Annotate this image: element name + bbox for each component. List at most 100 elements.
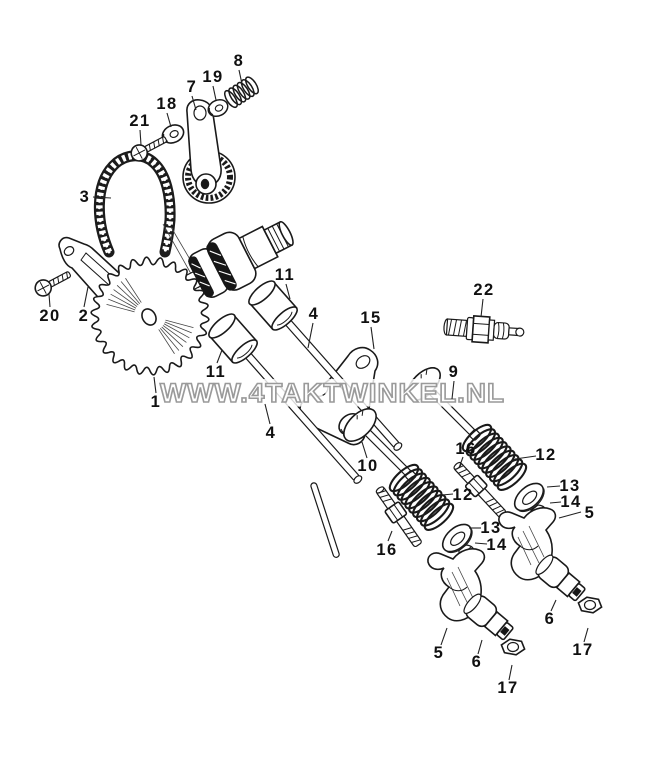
nut-right	[577, 596, 603, 614]
leader-line-7	[191, 95, 197, 111]
callout-label-17: 17	[497, 679, 518, 697]
leader-line-18	[166, 112, 172, 128]
leader-line-19	[212, 85, 217, 101]
leader-line-5	[558, 511, 582, 519]
callout-label-5: 5	[585, 504, 596, 522]
spring-coil	[492, 458, 524, 487]
guide-hole	[63, 246, 75, 256]
leader-line-17	[583, 627, 589, 643]
callout-label-11: 11	[275, 266, 295, 284]
leader-line-11	[285, 283, 291, 300]
tensioner-roller-assy	[182, 99, 236, 204]
leader-line-10	[361, 441, 368, 459]
leader-line-6	[477, 639, 483, 655]
leader-line-17	[508, 664, 513, 681]
callout-label-21: 21	[129, 112, 150, 130]
plug-terminal-tip	[515, 327, 525, 337]
callout-label-1: 1	[151, 393, 162, 411]
sprocket-bore	[141, 308, 157, 326]
leader-line-4	[264, 403, 271, 425]
cam-sprocket	[90, 256, 210, 376]
spring-coil	[228, 87, 243, 106]
leader-line-2	[83, 286, 89, 308]
spring-coil	[244, 76, 259, 95]
leader-line-1	[153, 376, 157, 394]
spring-coil	[488, 454, 520, 483]
callout-label-4: 4	[309, 305, 320, 323]
callout-label-8: 8	[234, 52, 245, 70]
spring-coil	[232, 84, 247, 103]
spring-coil	[408, 485, 439, 514]
spring-coil	[412, 489, 443, 519]
callout-label-4: 4	[266, 424, 277, 442]
callout-label-14: 14	[560, 493, 581, 511]
leader-line-13	[546, 485, 561, 488]
leader-line-3	[92, 196, 112, 199]
spring-coil	[481, 445, 512, 474]
leader-line-12	[514, 455, 537, 460]
callout-label-6: 6	[545, 610, 556, 628]
leader-line-14	[474, 542, 488, 545]
callout-label-10: 10	[357, 457, 378, 475]
callout-label-12: 12	[452, 486, 473, 504]
spring-coil	[240, 79, 255, 98]
spring-coil	[388, 463, 420, 493]
spark-plug	[443, 314, 525, 344]
cam-chain	[93, 150, 176, 258]
leader-line-15	[370, 326, 375, 350]
spring-coil	[473, 436, 504, 466]
leader-line-5	[440, 627, 448, 646]
screw-20	[31, 265, 75, 300]
bracket-hole-top	[355, 355, 371, 369]
leader-line-21	[139, 129, 142, 146]
spring-coil	[236, 81, 251, 100]
callout-label-13: 13	[480, 519, 501, 537]
roller-hub-hole	[200, 178, 210, 190]
watermark: WWW.4TAKTWINKEL.NL WWW.4TAKTWINKEL.NL	[156, 374, 509, 413]
spring-coil	[396, 472, 427, 501]
watermark-halo: WWW.4TAKTWINKEL.NL	[160, 378, 505, 408]
leader-line-4	[307, 322, 314, 349]
spring-coil	[461, 423, 493, 453]
spring-coil	[469, 432, 500, 461]
leader-line-14	[549, 501, 562, 504]
tensioner-arm-hole	[193, 105, 207, 121]
spring-coil	[465, 428, 497, 457]
bracket-hole-bottom	[313, 383, 329, 397]
callout-label-14: 14	[486, 536, 507, 554]
callout-label-2: 2	[79, 307, 90, 325]
callout-label-17: 17	[572, 641, 593, 659]
callout-label-16: 16	[455, 440, 476, 458]
callout-label-12: 12	[535, 446, 556, 464]
callout-label-19: 19	[202, 68, 223, 86]
leader-line-16	[458, 456, 464, 469]
leader-line-22	[480, 298, 484, 318]
callout-label-22: 22	[473, 281, 494, 299]
callout-label-11: 11	[206, 363, 226, 381]
leader-line-12	[441, 493, 454, 496]
spring-coil	[400, 476, 431, 506]
leader-line-8	[238, 69, 243, 85]
sprocket-hatching	[106, 278, 194, 354]
callout-label-18: 18	[156, 95, 177, 113]
leader-line-16	[387, 530, 393, 542]
spring-coil	[392, 468, 424, 497]
callout-label-3: 3	[80, 188, 91, 206]
callout-label-7: 7	[187, 78, 198, 96]
spring-coil	[485, 449, 516, 479]
pushrod-lower	[310, 482, 340, 558]
plug-hex	[471, 314, 491, 344]
tensioner-spring	[223, 76, 259, 109]
leader-line-6	[550, 599, 557, 612]
plug-insulator	[492, 321, 510, 340]
callout-label-9: 9	[449, 363, 460, 381]
callout-label-15: 15	[360, 309, 381, 327]
callout-label-16: 16	[376, 541, 397, 559]
callout-label-6: 6	[472, 653, 483, 671]
spring-coil	[404, 481, 435, 510]
spring-coil	[423, 502, 455, 531]
camshaft	[177, 220, 294, 298]
